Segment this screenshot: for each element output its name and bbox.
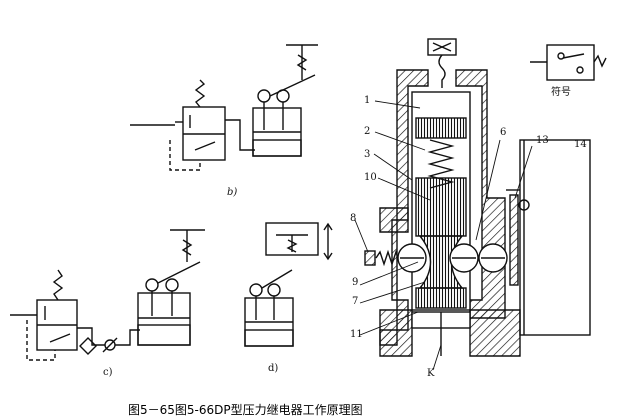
part-number-11: 11: [350, 329, 363, 340]
main-section-view: [354, 38, 591, 371]
subfigure-c-label: c): [103, 367, 113, 378]
symbol-label: 符号: [551, 87, 571, 98]
part-number-14: 14: [574, 139, 587, 150]
figure-c-relay: [137, 229, 205, 346]
figure-caption: 图5－65图5-66DP型压力继电器工作原理图: [128, 403, 363, 417]
figure-b-relay: [252, 44, 318, 157]
part-number-2: 2: [364, 126, 371, 137]
part-number-8: 8: [350, 213, 357, 224]
part-label-k: K: [427, 368, 435, 379]
part-number-13: 13: [536, 135, 549, 146]
subfigure-b-label: b): [227, 187, 238, 198]
subfigure-d-label: d): [268, 363, 279, 374]
relay-symbol: [530, 44, 607, 81]
part-number-1: 1: [364, 95, 371, 106]
part-number-10: 10: [364, 172, 377, 183]
figure-b-valve: [130, 79, 255, 171]
figure-d-relay: [244, 222, 333, 347]
figure-c-valve: [10, 269, 140, 361]
part-number-3: 3: [364, 149, 371, 160]
part-number-9: 9: [352, 277, 359, 288]
part-number-6: 6: [500, 127, 507, 138]
part-number-7: 7: [352, 296, 359, 307]
